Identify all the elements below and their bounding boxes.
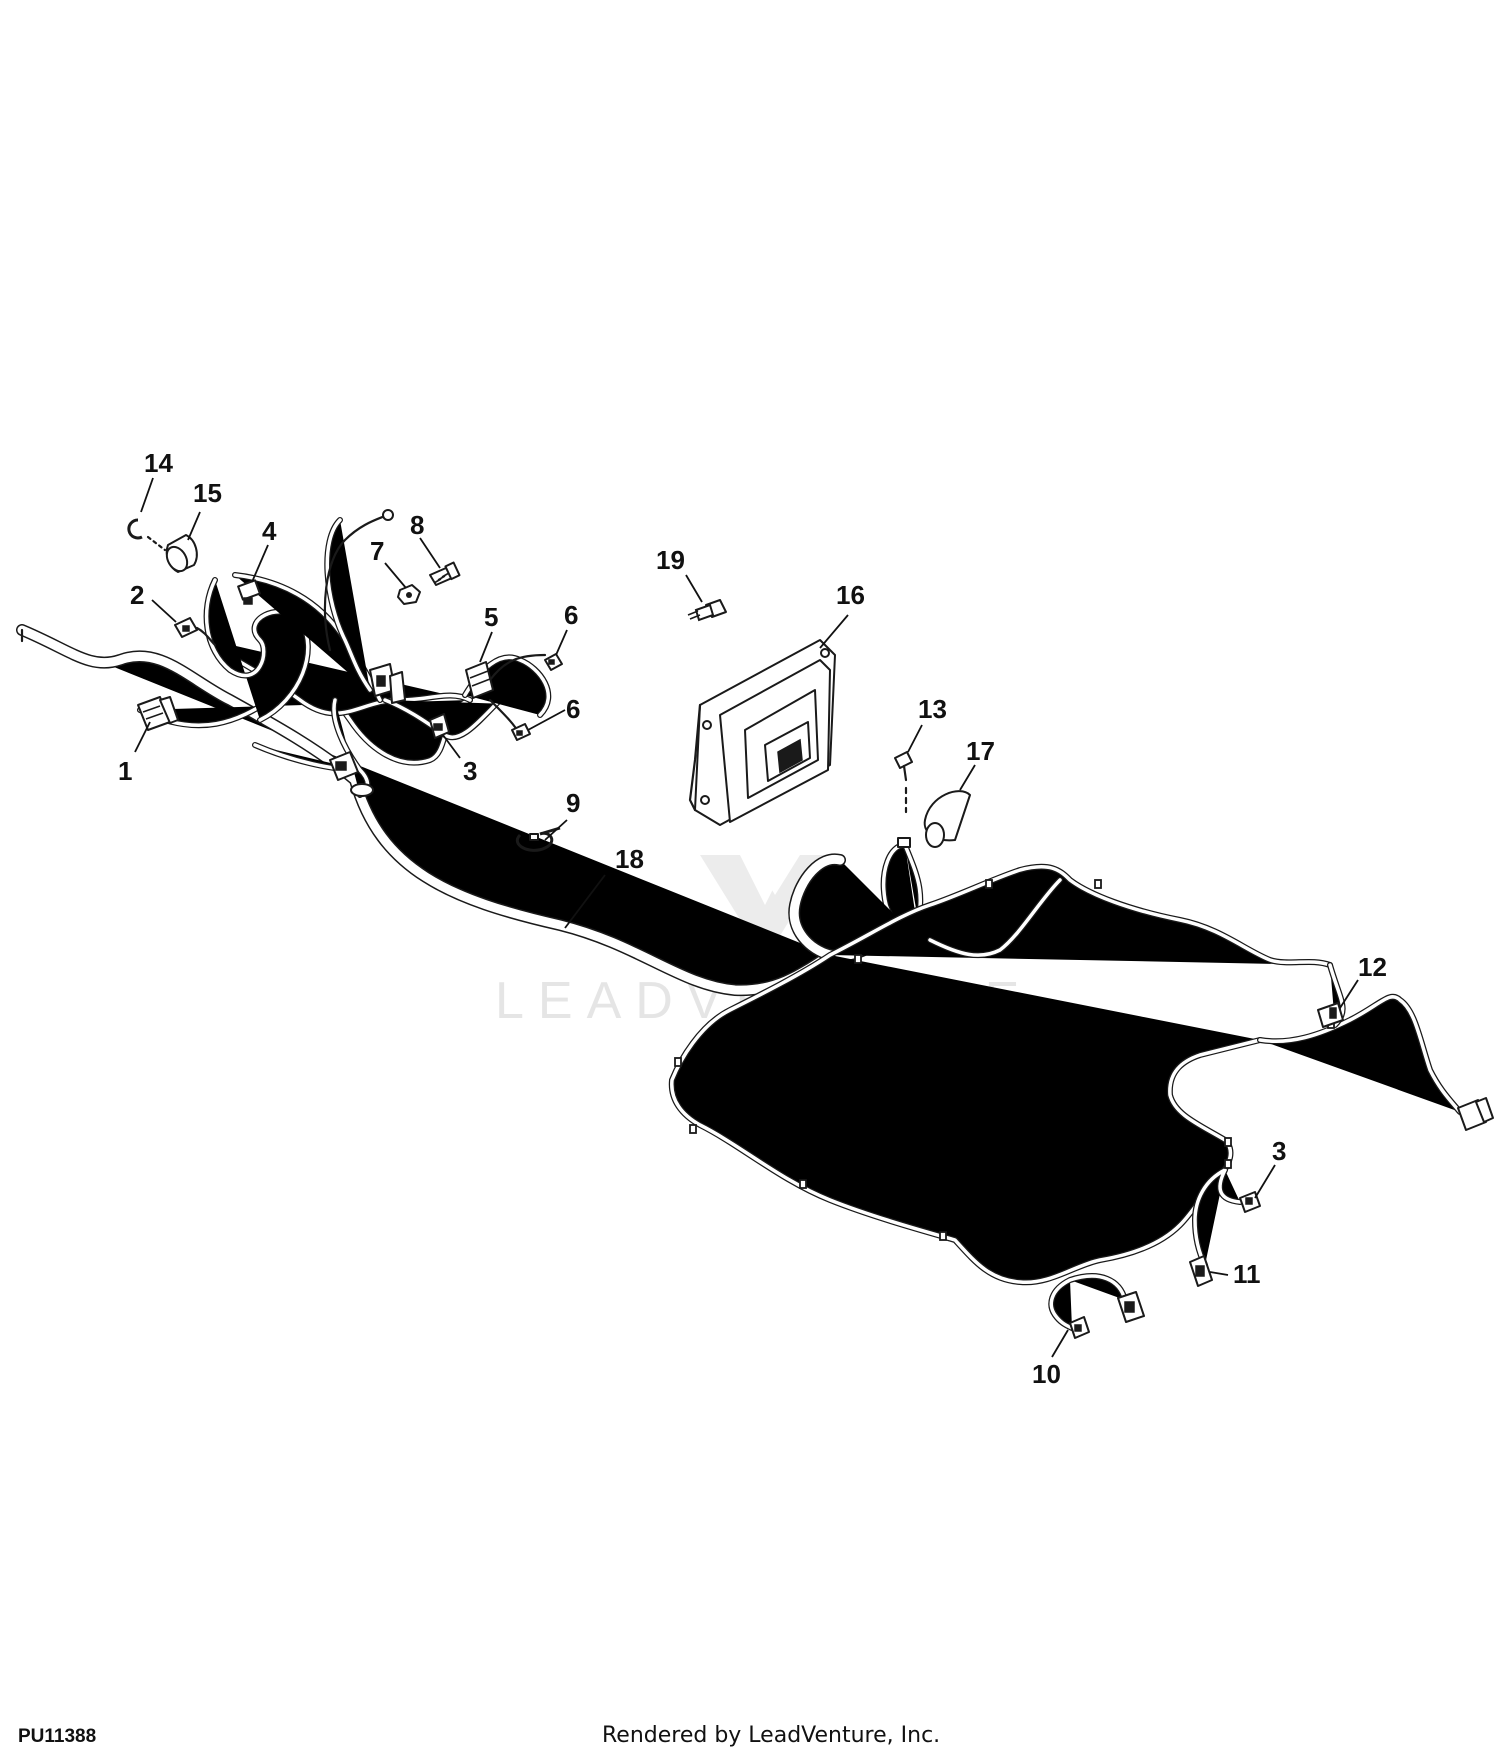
connector-icon [174,617,217,647]
controller-module-icon [688,639,836,826]
bolt-icon [429,561,461,586]
callout-7: 7 [370,536,384,566]
callout-17: 17 [966,736,995,766]
callout-13: 13 [918,694,947,724]
main-harness [22,630,830,990]
figure-reference: PU11388 [18,1726,96,1747]
callout-9: 9 [566,788,580,818]
connector-icon [237,579,261,605]
callout-6: 6 [564,600,578,630]
nut-icon [397,584,421,605]
connector-icon [1317,1002,1344,1028]
callout-14: 14 [144,448,173,478]
connector-icon [1117,1291,1145,1323]
retaining-ring-icon [127,518,143,540]
switch-icon [1189,1255,1213,1287]
callout-5: 5 [484,602,498,632]
engine-parts [127,518,563,852]
callout-12: 12 [1358,952,1387,982]
chassis-harness [672,867,1494,1339]
render-credit: Rendered by LeadVenture, Inc. [602,1723,940,1748]
callout-16: 16 [836,580,865,610]
connector-icon [429,713,450,739]
connector-icon [1457,1097,1494,1131]
callout-3: 3 [463,756,477,786]
callout-4: 4 [262,516,277,546]
cable-tie-icon [516,826,561,852]
screw-icon [687,599,727,622]
bolt-icon [894,751,913,814]
callout-19: 19 [656,545,685,575]
engine-wires [140,509,548,796]
callouts: 14 15 4 8 7 2 19 16 5 6 6 13 17 1 3 9 18… [118,448,1387,1389]
connector-icon [1069,1316,1090,1339]
callout-11: 11 [1233,1259,1261,1289]
connector-icon [329,751,359,781]
boot-icon [923,790,971,848]
callout-2: 2 [130,580,144,610]
callout-8: 8 [410,510,424,540]
relay-icon [369,663,406,704]
callout-3b: 3 [1272,1136,1286,1166]
callout-18: 18 [615,844,644,874]
cap-icon [165,534,198,573]
callout-1: 1 [118,756,132,786]
leader-lines [134,477,1359,1358]
fuse-icon [544,653,563,671]
fuse-holder-icon [465,661,494,699]
callout-6b: 6 [566,694,580,724]
callout-10: 10 [1032,1359,1061,1389]
connector-icon [137,696,179,731]
callout-15: 15 [193,478,222,508]
fuse-icon [511,723,531,741]
